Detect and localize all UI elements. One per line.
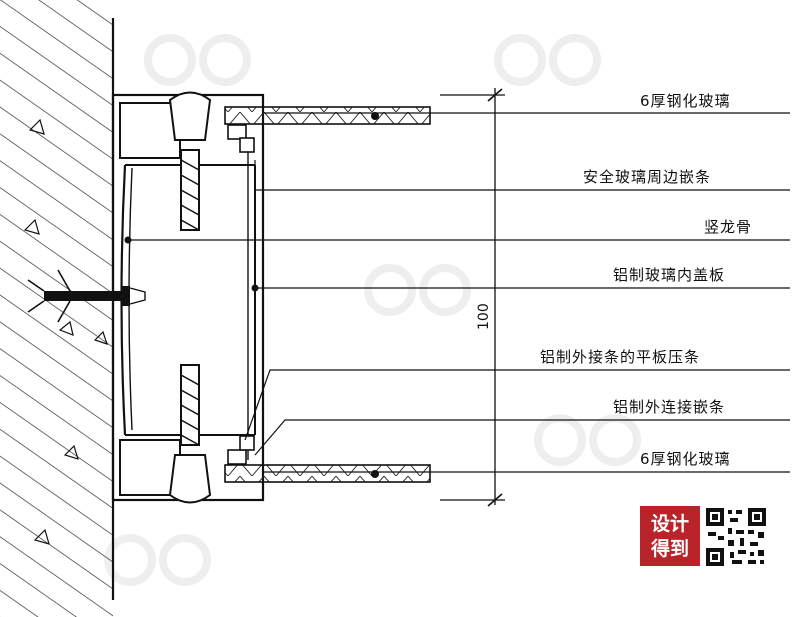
label-glass-top: 6厚钢化玻璃 [640,92,731,110]
qr-code-icon [704,506,768,568]
leader-dots [124,236,259,292]
logo-line-2: 得到 [650,538,689,560]
label-flat-strip: 铝制外接条的平板压条 [540,348,700,366]
brand-logo: 设计 得到 [640,506,700,566]
glass-pane-top [224,106,431,125]
glass-pane-bottom [224,464,431,483]
logo-line-1: 设计 [650,513,689,535]
concrete-wall [0,0,115,617]
label-mullion: 竖龙骨 [704,218,752,236]
leader-lines [128,112,790,473]
label-glass-bottom: 6厚钢化玻璃 [640,450,731,468]
dimension-line [440,88,505,507]
screw-top [168,91,212,231]
watermark [104,34,641,586]
label-inner-cover: 铝制玻璃内盖板 [613,266,725,284]
screw-bottom [168,364,212,504]
gaskets [227,124,255,465]
dimension-value: 100 [476,303,492,330]
anchor-bolt [27,269,146,323]
label-safety-strip: 安全玻璃周边嵌条 [583,168,711,186]
label-outer-strip: 铝制外连接嵌条 [613,398,725,416]
